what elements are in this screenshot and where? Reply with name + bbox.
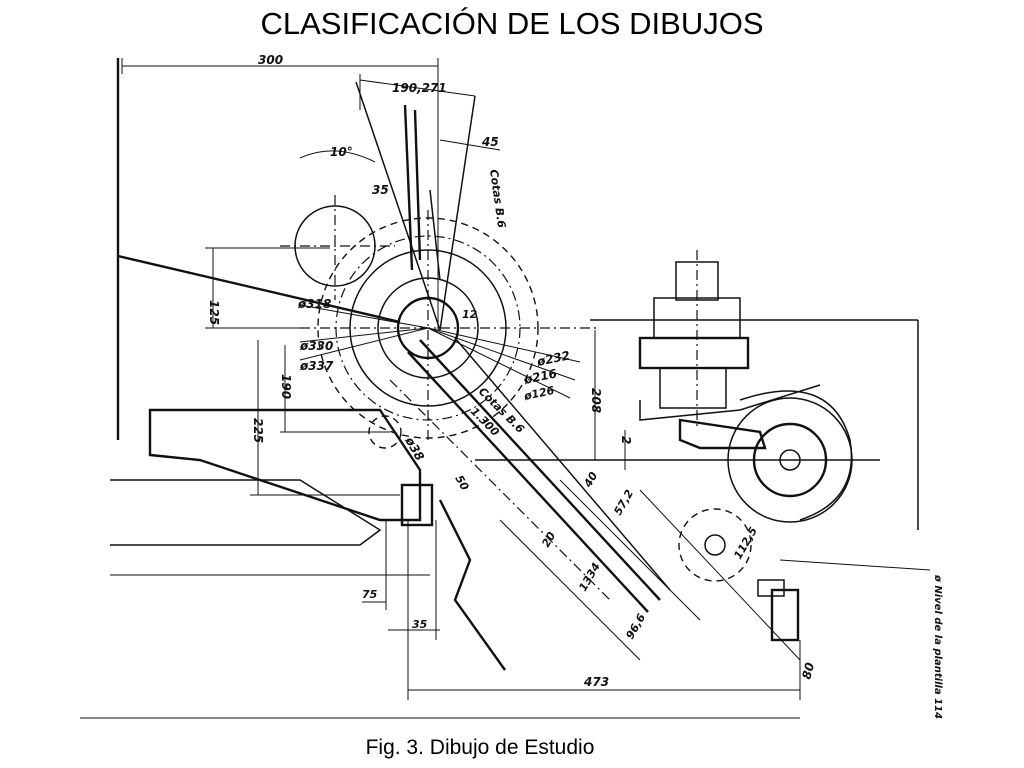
dim-330: ø330 [299,339,333,353]
dim-125: 125 [207,300,221,325]
arm-dims: 40 20 57,2 1334 96,6 [499,469,701,661]
upper-lever: 35 Cotas B.6 [372,104,508,281]
dimension-45: 45 [439,135,501,151]
side-note: ø Nivel de la plantilla 114 [932,574,943,719]
dimension-190-271: 190,271 [355,74,476,331]
slide-title: CLASIFICACIÓN DE LOS DIBUJOS [260,6,764,41]
dim-75: 75 [362,588,378,601]
dimension-208: 208 2 [589,330,633,470]
dim-225: 225 [251,418,265,443]
dim-190-271: 190,271 [392,81,447,95]
lower-left-frame [110,408,506,671]
figure-caption: Fig. 3. Dibujo de Estudio [365,736,595,759]
vertical-dims-left: 125 190 225 [205,247,400,496]
main-hub [300,210,600,440]
dim-216: ø216 [522,366,558,387]
left-roller [280,195,395,300]
dim-12: 12 [462,308,478,321]
dim-318: ø318 [297,297,331,311]
lower-mechanism: 112,5 80 ø Nivel de la plantilla 114 [639,489,943,719]
drawing-frame [80,58,919,719]
dim-208: 208 [589,388,603,413]
dim-40: 40 [581,469,601,490]
dimension-300: 300 [121,53,439,330]
dim-35: 35 [412,618,428,631]
cam-assembly [678,390,853,523]
angle-10deg: 10° [299,145,376,163]
radial-leaders: ø318 12 ø330 ø337 ø232 ø216 ø126 [297,297,581,403]
dim-572: 57,2 [611,487,636,517]
dim-35-top: 35 [372,183,389,197]
dim-232: ø232 [535,348,571,369]
dim-1125: 112,5 [731,525,760,562]
dim-10: 10° [330,145,353,159]
dim-2: 2 [619,436,633,444]
dim-473: 473 [583,675,609,689]
dim-50: 50 [452,473,471,493]
machine-block [638,250,821,430]
bottom-dims: 75 35 473 [362,520,801,700]
dim-126: ø126 [522,384,556,403]
dim-190b: 190 [279,374,293,399]
dim-80: 80 [799,661,817,681]
dim-300: 300 [258,53,283,67]
dim-966: 96,6 [623,611,648,641]
dim-337: ø337 [299,359,334,373]
dim-45: 45 [481,135,499,149]
cotas-label: Cotas B.6 [487,169,508,229]
